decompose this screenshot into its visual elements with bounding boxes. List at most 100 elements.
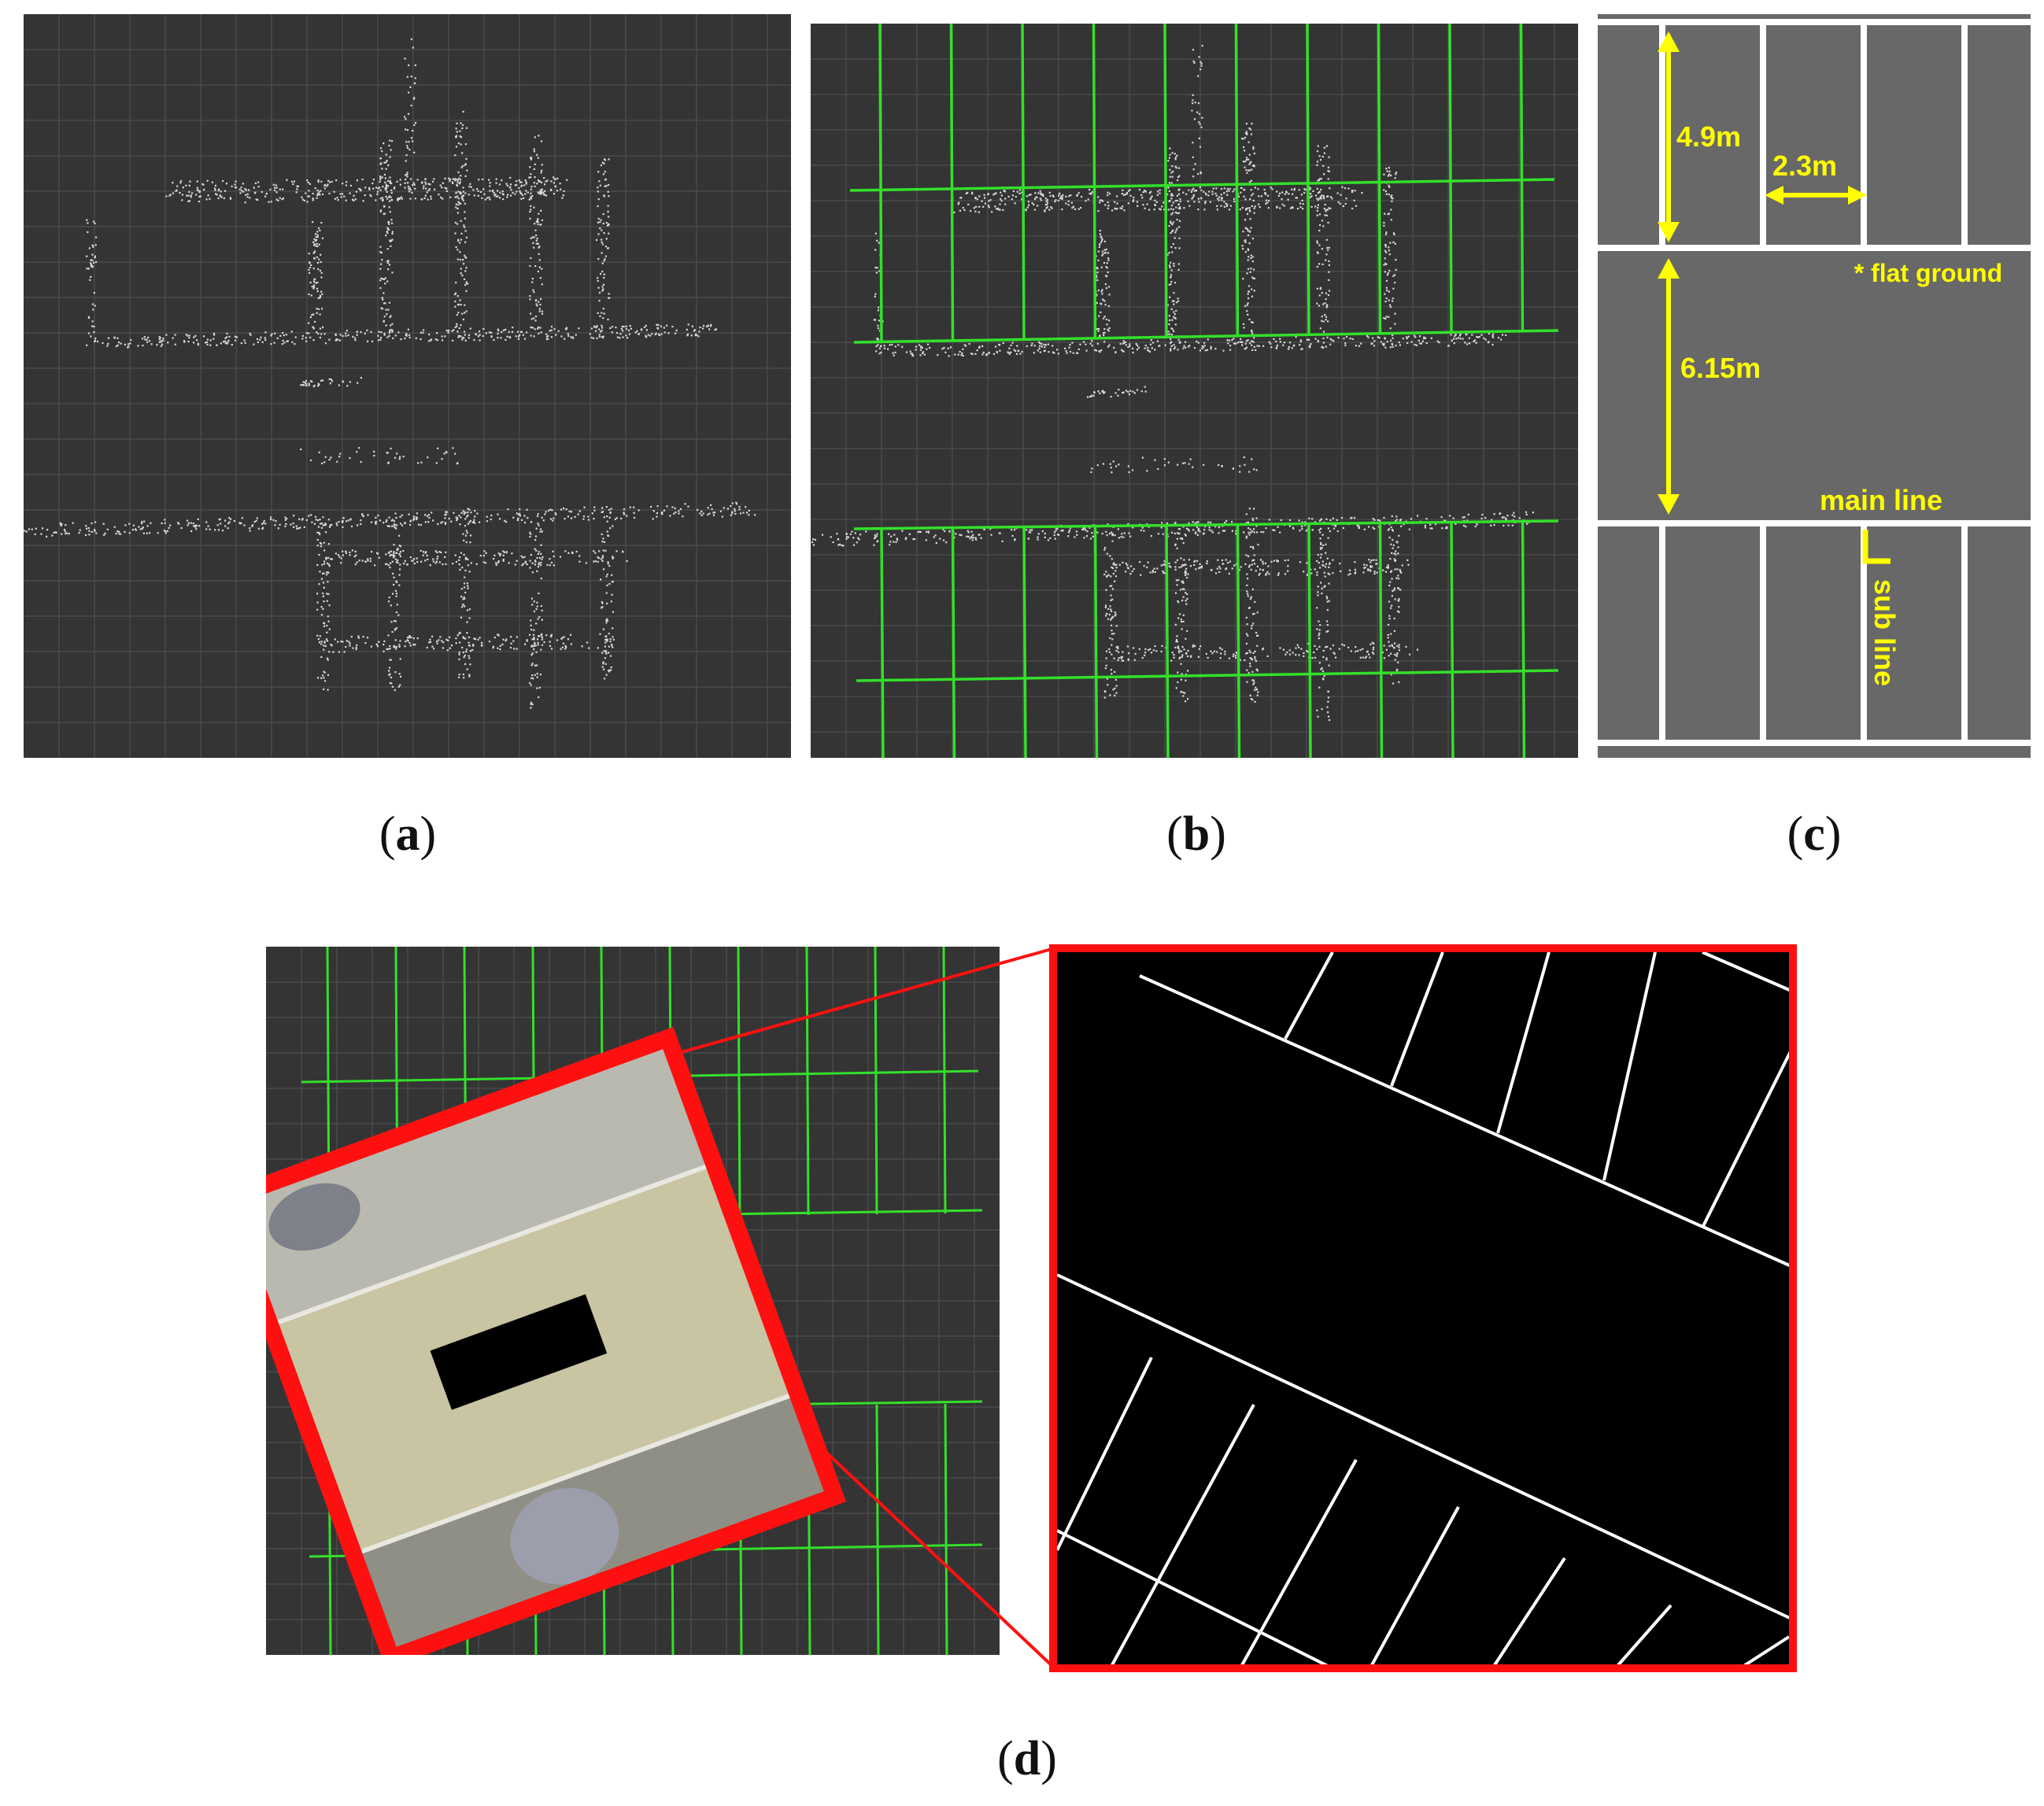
cloud-point [1037,349,1039,352]
cloud-point [1358,527,1360,530]
cloud-point [1111,610,1113,612]
cloud-point [1249,128,1251,131]
cloud-point [626,560,628,563]
cloud-point [606,573,608,576]
cloud-point [620,517,623,519]
cloud-point [505,552,508,554]
cloud-point [444,177,446,179]
cloud-point [1170,213,1173,216]
cloud-point [1235,655,1237,657]
cloud-point [458,559,460,561]
cloud-point [541,609,543,611]
cloud-point [1101,293,1103,295]
cloud-point [1364,567,1366,569]
cloud-point [1170,345,1173,347]
cloud-point [1174,200,1177,202]
cloud-point [608,516,611,519]
cloud-point [1354,568,1357,571]
cloud-point [349,184,352,187]
cloud-point [652,510,655,512]
cloud-point [1247,207,1249,209]
cloud-point [395,611,398,614]
cloud-point [622,336,624,338]
cloud-point [578,555,581,557]
cloud-point [1043,350,1045,353]
cloud-point [1246,272,1248,275]
cloud-point [877,309,879,312]
cloud-point [567,552,570,554]
cloud-point [162,339,164,342]
cloud-point [224,342,227,345]
cloud-point [1250,133,1253,135]
cloud-point [1132,647,1135,649]
cloud-point [686,334,689,337]
cloud-point [549,635,553,637]
cloud-point [462,604,464,606]
cloud-point [499,648,501,651]
cloud-point [86,255,88,257]
cloud-point [442,641,445,644]
cloud-point [1197,530,1199,532]
cloud-point [1323,198,1325,200]
cloud-point [1085,343,1087,345]
cloud-point [477,335,480,338]
cloud-point [284,519,286,521]
cloud-point [1228,209,1231,211]
cloud-point [193,342,195,344]
cloud-point [458,327,460,330]
cloud-point [1162,201,1165,204]
cloud-point [656,323,658,326]
cloud-point [1315,194,1318,197]
cloud-point [1079,343,1081,345]
cloud-point [312,192,314,195]
cloud-point [609,527,612,530]
cloud-point [497,195,499,198]
cloud-point [462,190,464,193]
cloud-point [1003,190,1005,192]
cloud-point [1245,208,1247,210]
cloud-point [1182,564,1185,567]
cloud-point [1259,206,1261,209]
cloud-point [128,523,131,525]
cloud-point [314,233,317,235]
cloud-point [605,506,608,508]
cloud-point [294,343,296,345]
cloud-point [1487,342,1489,344]
cloud-point [1161,522,1163,524]
cloud-point [1384,317,1387,320]
cloud-point [1174,317,1176,319]
cloud-point [540,223,542,226]
cloud-point [1277,194,1280,197]
cloud-point [1185,567,1188,570]
cloud-point [633,506,635,508]
cloud-point [384,187,386,190]
cloud-point [91,303,94,305]
cloud-point [1381,343,1384,345]
cloud-point [268,201,270,203]
cloud-point [342,517,345,519]
cloud-point [1463,516,1466,519]
cloud-point [1176,227,1178,230]
cloud-point [625,334,627,337]
cloud-point [323,541,325,544]
cloud-point [1193,61,1196,64]
cloud-point [1112,573,1114,575]
cloud-point [1318,305,1321,307]
cloud-point [1171,212,1174,214]
cloud-point [1039,345,1041,347]
cloud-point [1197,102,1199,105]
cloud-point [1174,543,1177,545]
cloud-point [535,664,538,667]
cloud-point [116,530,119,533]
cloud-point [1149,198,1151,200]
cloud-point [1228,190,1230,192]
cloud-point [463,586,466,589]
cloud-point [1223,187,1225,190]
cloud-point [312,199,314,201]
cloud-point [327,562,329,564]
cloud-point [854,532,856,534]
cloud-point [520,181,523,183]
cloud-point [503,551,505,553]
cloud-point [1146,203,1148,205]
cloud-point [609,641,612,643]
